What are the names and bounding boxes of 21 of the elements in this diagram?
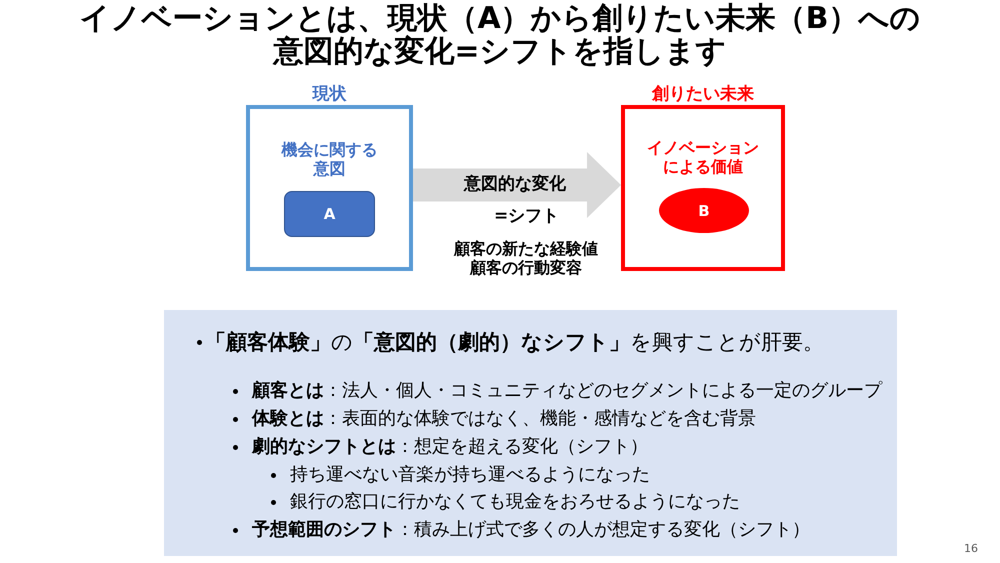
bullet-text: 「顧客体験」の「意図的（劇的）なシフト」を興すことが肝要。: [205, 328, 824, 356]
arrow-caption: =シフト: [494, 207, 560, 225]
edge-label: 意図的な変化: [464, 174, 566, 194]
frame-text: イノベーションによる価値: [646, 138, 760, 176]
state-block: A: [284, 191, 375, 237]
bullet-text: 劇的なシフトとは：想定を超える変化（シフト）: [252, 436, 648, 458]
slide-title: イノベーションとは、現状（A）から創りたい未来（B）への意図的な変化=シフトを指します: [78, 2, 922, 68]
frame-heading: 現状: [312, 84, 346, 104]
bullet-text: 予想範囲のシフト：積み上げ式で多くの人が想定する変化（シフト）: [252, 518, 810, 542]
bullet-text: 銀行の窓口に行かなくても現金をおろせるようになった: [290, 490, 740, 514]
bullet-text: 顧客とは：法人・個人・コミュニティなどのセグメントによる一定のグループ: [252, 380, 882, 402]
frame-text: 機会に関する意図: [280, 140, 378, 178]
note-panel: [164, 310, 897, 556]
arrow-note: 顧客の新たな経験値: [454, 240, 598, 258]
page-number: 16: [964, 541, 978, 557]
block-arrow: [413, 152, 621, 218]
frame-heading: 創りたい未来: [652, 84, 754, 104]
bullet-text: 持ち運べない音楽が持ち運べるようになった: [290, 464, 650, 486]
arrow-note: 顧客の行動変容: [470, 259, 582, 277]
bullet-text: 体験とは：表面的な体験ではなく、機能・感情などを含む背景: [252, 408, 756, 430]
state-ellipse: B: [659, 188, 749, 233]
